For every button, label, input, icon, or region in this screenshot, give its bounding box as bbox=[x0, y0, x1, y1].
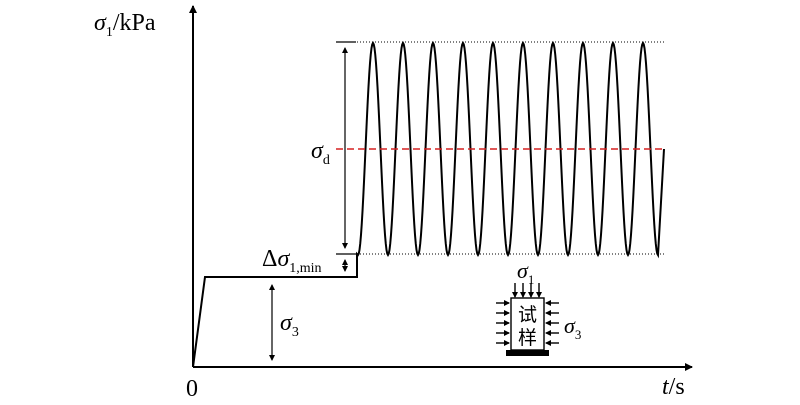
top-load-arrows bbox=[512, 283, 542, 298]
left-confining-arrows bbox=[496, 300, 510, 346]
loading-curve bbox=[192, 40, 665, 368]
specimen-sigma-1-label: σ1 bbox=[517, 258, 534, 287]
specimen-body bbox=[510, 297, 545, 351]
x-axis-label: t/s bbox=[662, 374, 685, 400]
specimen-text-2: 样 bbox=[518, 327, 537, 349]
specimen-base bbox=[506, 350, 549, 356]
axes bbox=[189, 5, 693, 371]
sigma-3-label: σ3 bbox=[280, 310, 299, 340]
sigma-d-label: σd bbox=[311, 138, 330, 168]
specimen-sigma-3-label: σ3 bbox=[564, 313, 581, 342]
specimen-text-1: 试 bbox=[518, 304, 537, 326]
sigma-d-dimension bbox=[336, 41, 356, 255]
right-confining-arrows bbox=[545, 300, 559, 346]
specimen-inset: σ1 试 样 σ3 bbox=[496, 258, 581, 356]
y-axis-label: σ1/kPa bbox=[94, 10, 156, 40]
origin-label: 0 bbox=[186, 376, 198, 402]
delta-sigma-label: Δσ1,min bbox=[262, 246, 322, 276]
